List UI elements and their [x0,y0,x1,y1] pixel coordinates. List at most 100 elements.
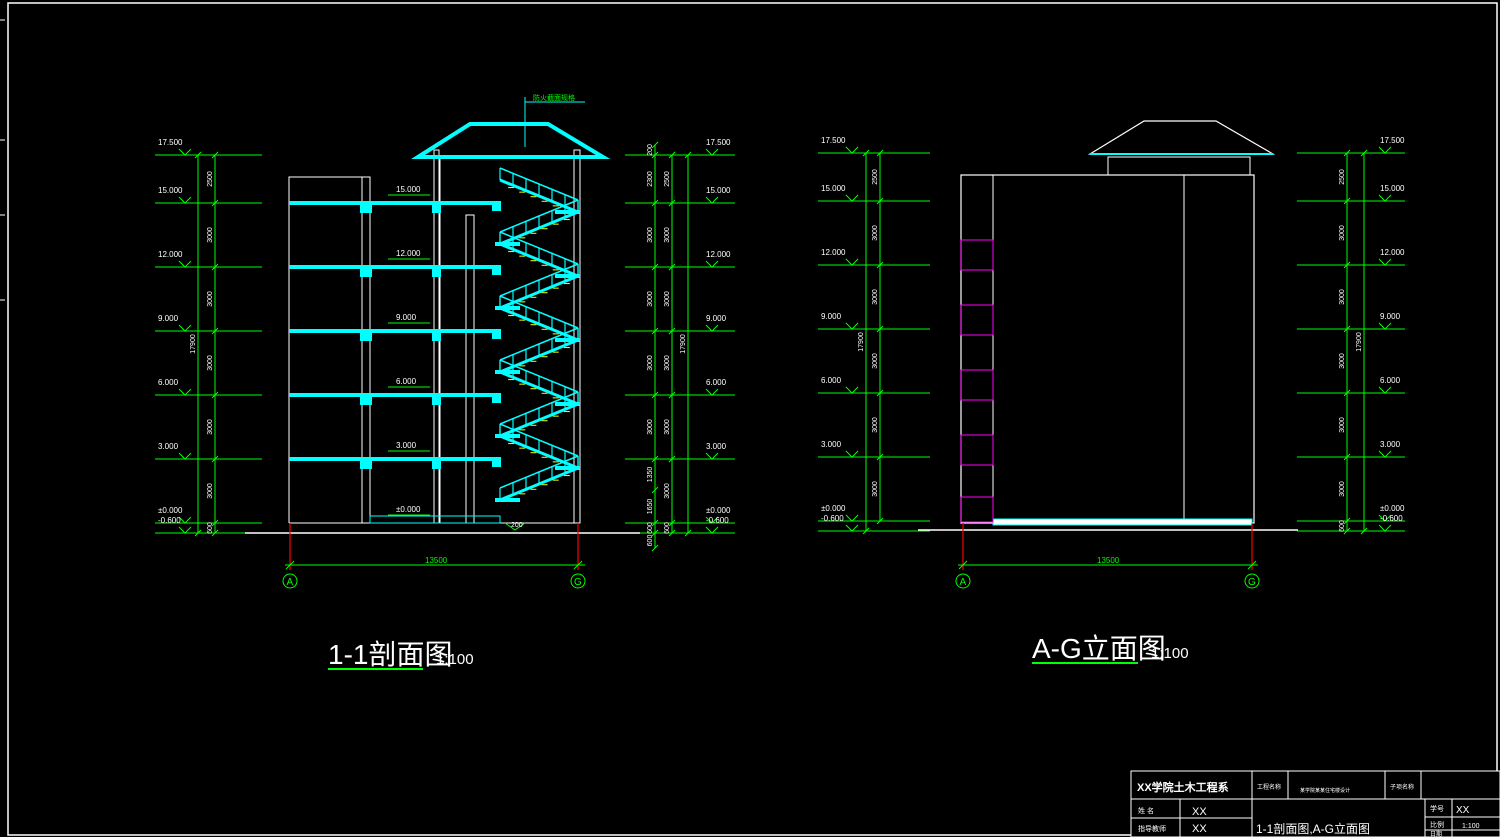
elevation-marker [845,146,859,154]
elevation-marker [845,194,859,202]
elevation-label: 9.000 [1380,312,1401,321]
dim-tick [876,261,884,269]
dimension-label: 3000 [664,227,671,243]
dim-tick [651,455,659,463]
dim-tick [211,455,219,463]
floor-slab [289,329,499,333]
dim-tick [862,527,870,535]
elevation-label: 12.000 [1380,248,1405,257]
elevation-label: 15.000 [821,184,846,193]
dimension-label: 3000 [647,227,654,243]
elevation-roof-parapet [1107,156,1251,176]
dim-tick [1247,560,1257,570]
dim-tick [1360,149,1368,157]
dim-tick [651,141,659,149]
project-name: 某学院某某住宅楼设计 [1300,787,1350,794]
elevation-marker [705,452,719,460]
dimension-total-label: 17900 [190,334,197,354]
elevation-title: A-G立面图 [1032,633,1166,664]
stair-landing [495,370,520,374]
dim-tick [651,544,659,552]
school-name: XX学院土木工程系 [1137,780,1229,794]
elevation-marker [1378,514,1392,522]
student-id-value: XX [1456,805,1470,816]
dimension-label: 1650 [647,499,654,515]
elevation-label: 17.500 [706,138,731,147]
dim-tick [668,391,676,399]
beam [360,329,372,341]
dimension-label: 600 [664,522,671,534]
dimension-label: 2500 [872,169,879,185]
elevation-marker [178,452,192,460]
stair-dim-label: 200 [511,522,523,529]
beam [360,201,372,213]
elevation-label: 6.000 [1380,376,1401,385]
dimension-label: 3000 [207,291,214,307]
dim-tick [1343,197,1351,205]
elevation-label: 3.000 [1380,440,1401,449]
elevation-label: 12.000 [821,248,846,257]
dim-tick [876,453,884,461]
dimension-label: 600 [647,535,654,547]
elevation-marker [705,388,719,396]
beam [360,393,372,405]
elevation-width-dim: 13500 [1097,556,1120,565]
dimension-label: 3000 [1339,417,1346,433]
elevation-marker [705,324,719,332]
elevation-label: -0.600 [158,516,181,525]
elevation-label: ±0.000 [706,506,731,515]
ground-slab [369,515,501,524]
elevation-marker [178,324,192,332]
section-stair-wall [465,214,475,524]
elevation-label: -0.600 [706,516,729,525]
dimension-label: 3000 [664,355,671,371]
dim-tick [668,519,676,527]
elevation-marker [1378,524,1392,532]
floor-label: 3.000 [396,441,417,450]
elevation-label: -0.600 [821,514,844,523]
section-right-wall [573,149,581,524]
dimension-label: 3000 [1339,289,1346,305]
dim-tick [876,517,884,525]
dim-tick [862,149,870,157]
elevation-marker [178,516,192,524]
axis-label-g: G [574,577,582,588]
dimension-label: 2500 [664,171,671,187]
beam [432,393,441,405]
elevation-scale: 1:100 [1151,645,1189,662]
dim-tick [668,455,676,463]
section-staircase [495,167,580,531]
dim-tick [876,197,884,205]
dim-tick [651,327,659,335]
elevation-marker [1378,258,1392,266]
axis-bubble-a [282,573,298,589]
dim-tick [1343,325,1351,333]
elevation-marker [1378,386,1392,394]
dim-tick [211,327,219,335]
section-roof [411,122,611,159]
section-title: 1-1剖面图 [328,639,452,670]
dimension-total-label: 17900 [858,332,865,352]
dimension-label: 3000 [647,419,654,435]
elevation-a-g: 17.50015.00012.0009.0006.0003.000±0.000-… [818,120,1405,664]
axis-label-a: A [287,577,294,588]
dimension-label: 3000 [664,419,671,435]
elevation-marker [845,322,859,330]
dimension-label: 3000 [664,291,671,307]
elevation-marker [705,260,719,268]
dimension-label: 600 [1339,520,1346,532]
beam [432,329,441,341]
dimension-label: 3000 [872,289,879,305]
stair-landing [495,498,520,502]
elevation-marker [705,196,719,204]
stair-window [960,496,994,523]
stair-start-marker [504,522,526,531]
beam [492,457,501,467]
elevation-label: 17.500 [158,138,183,147]
dim-tick [211,199,219,207]
elevation-label: 12.000 [158,250,183,259]
floor-slab [289,265,499,269]
dimension-label: 3000 [872,481,879,497]
